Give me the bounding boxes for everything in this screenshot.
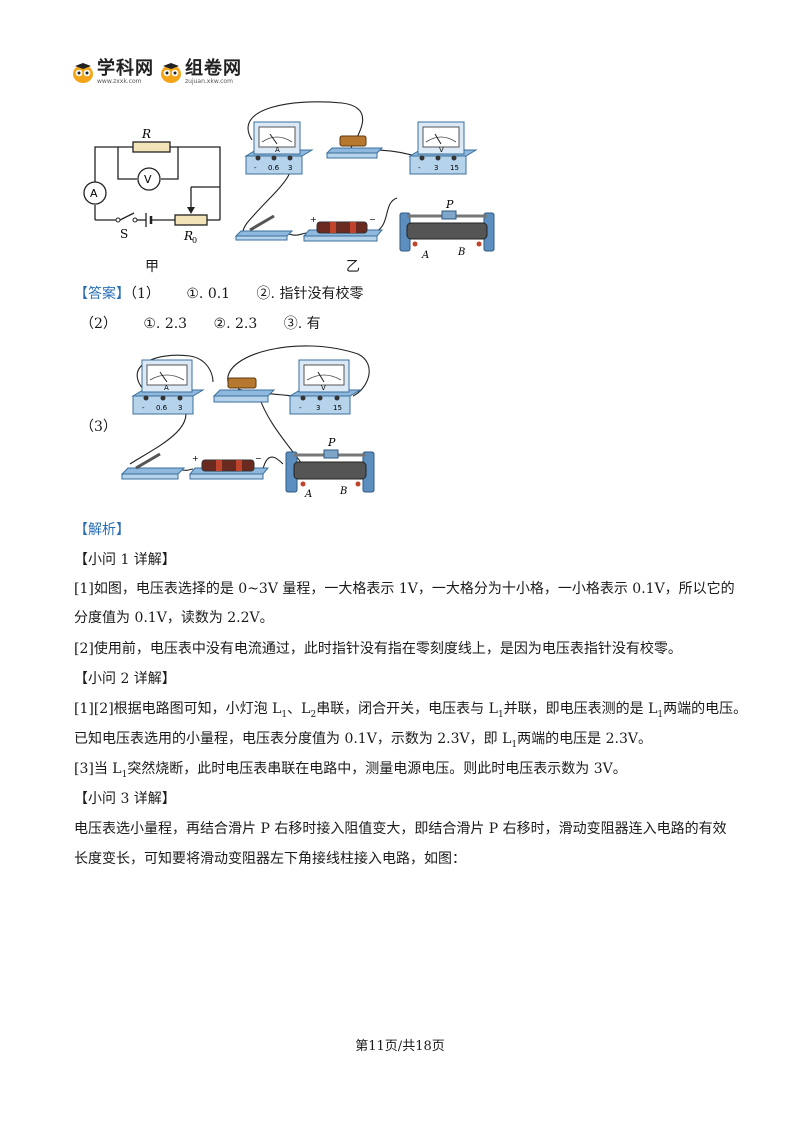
battery-box-2 bbox=[188, 459, 270, 480]
q2-para-1a: [1][2]根据电路图可知，小灯泡 L1、L2串联，闭合开关，电压表与 L1并联… bbox=[74, 701, 748, 720]
ammeter-letter: A bbox=[275, 146, 280, 154]
apparatus-figure: A - 0.6 3 V - 3 15 + − bbox=[234, 101, 495, 261]
svg-text:-: - bbox=[142, 404, 145, 412]
logo2-url: zujuan.xkw.com bbox=[185, 78, 233, 85]
svg-text:-: - bbox=[299, 404, 302, 412]
battery-plus: + bbox=[310, 215, 317, 224]
logo2-name: 组卷网 bbox=[185, 58, 242, 79]
ammeter-device-2 bbox=[131, 359, 205, 415]
svg-text:B: B bbox=[339, 486, 347, 497]
rheostat-device-2 bbox=[285, 449, 375, 493]
q2-para-2: [3]当 L1突然烧断，此时电压表串联在电路中，测量电源电压。则此时电压表示数为… bbox=[74, 761, 627, 780]
answer-line-1: 【答案】（1） ①. 0.1 ②. 指针没有校零 bbox=[74, 286, 364, 302]
ammeter-06: 0.6 bbox=[268, 164, 280, 172]
q3-para-1b: 长度变长，可知要将滑动变阻器左下角接线柱接入电路，如图： bbox=[74, 851, 466, 867]
voltmeter-minus: - bbox=[418, 164, 421, 172]
svg-text:P: P bbox=[327, 436, 336, 449]
battery-minus: − bbox=[369, 215, 376, 224]
svg-text:3: 3 bbox=[316, 404, 320, 412]
q2-para-1b: 已知电压表选用的小量程，电压表分度值为 0.1V，示数为 2.3V，即 L1两端… bbox=[74, 731, 652, 750]
page-number: 第11页/共18页 bbox=[355, 1039, 445, 1054]
q3-para-1a: 电压表选小量程，再结合滑片 P 右移时接入阻值变大，即结合滑片 P 右移时，滑动… bbox=[74, 821, 727, 837]
arrow-icon bbox=[187, 207, 195, 214]
voltmeter-symbol bbox=[137, 167, 161, 191]
circuit-diagram: R V A S R 0 bbox=[83, 127, 221, 245]
q1-para-1b: 分度值为 0.1V，读数为 2.2V。 bbox=[74, 610, 274, 626]
svg-text:A: A bbox=[304, 489, 312, 500]
q2-title: 【小问 2 详解】 bbox=[74, 671, 176, 687]
label-r0-sub: 0 bbox=[192, 236, 197, 245]
svg-text:A: A bbox=[164, 384, 169, 392]
lamp-holder-2 bbox=[212, 377, 276, 403]
svg-text:0.6: 0.6 bbox=[156, 404, 168, 412]
label-a: A bbox=[90, 187, 98, 200]
q1-para-2: [2]使用前，电压表中没有电流通过，此时指针没有指在零刻度线上，是因为电压表指针… bbox=[74, 641, 682, 657]
analysis-label: 【解析】 bbox=[74, 522, 130, 538]
voltmeter-3: 3 bbox=[434, 164, 438, 172]
apparatus-answer-figure: A - 0.6 3 V - 3 15 + − bbox=[120, 345, 375, 500]
q3-title: 【小问 3 详解】 bbox=[74, 791, 176, 807]
q1-para-1a: [1]如图，电压表选择的是 0~3V 量程，一大格表示 1V，一大格分为十小格，… bbox=[74, 581, 735, 597]
caption-jia: 甲 bbox=[145, 259, 159, 275]
label-v: V bbox=[144, 173, 152, 186]
rheostat-b: B bbox=[457, 247, 465, 258]
svg-text:V: V bbox=[321, 384, 326, 392]
answer-line-3: （3） bbox=[80, 419, 117, 435]
svg-text:15: 15 bbox=[333, 404, 342, 412]
lamp-holder bbox=[325, 135, 384, 159]
ammeter-minus: - bbox=[254, 164, 257, 172]
svg-text:3: 3 bbox=[178, 404, 182, 412]
logo-xuekewang: 学科网 www.zxxk.com bbox=[72, 60, 154, 86]
q1-title: 【小问 1 详解】 bbox=[74, 552, 176, 568]
rheostat-a: A bbox=[421, 250, 429, 261]
logo1-name: 学科网 bbox=[97, 58, 154, 79]
logo1-url: www.zxxk.com bbox=[97, 78, 142, 85]
voltmeter-letter: V bbox=[439, 146, 444, 154]
answer-label: 【答案】 bbox=[74, 286, 130, 302]
switch-device bbox=[234, 214, 294, 241]
voltmeter-device-2 bbox=[288, 359, 362, 415]
caption-yi: 乙 bbox=[346, 259, 360, 275]
rheostat-device bbox=[399, 210, 495, 252]
answer-line-2: （2） ①. 2.3 ②. 2.3 ③. 有 bbox=[80, 316, 321, 332]
ammeter-device bbox=[244, 121, 314, 175]
battery-box bbox=[302, 221, 384, 242]
ammeter-symbol bbox=[83, 181, 107, 205]
owl-logo-icon bbox=[73, 63, 93, 83]
label-s: S bbox=[120, 227, 128, 241]
logo-zujuanwang: 组卷网 zujuan.xkw.com bbox=[160, 60, 242, 86]
voltmeter-device bbox=[408, 121, 478, 175]
voltmeter-15: 15 bbox=[450, 164, 459, 172]
label-r0: R bbox=[183, 229, 193, 243]
ammeter-3: 3 bbox=[288, 164, 292, 172]
svg-text:+: + bbox=[192, 454, 199, 463]
rheostat-p: P bbox=[445, 198, 454, 211]
switch-device-2 bbox=[120, 452, 186, 480]
label-r: R bbox=[141, 127, 151, 141]
svg-text:−: − bbox=[255, 454, 262, 463]
owl-logo-icon bbox=[161, 63, 181, 83]
